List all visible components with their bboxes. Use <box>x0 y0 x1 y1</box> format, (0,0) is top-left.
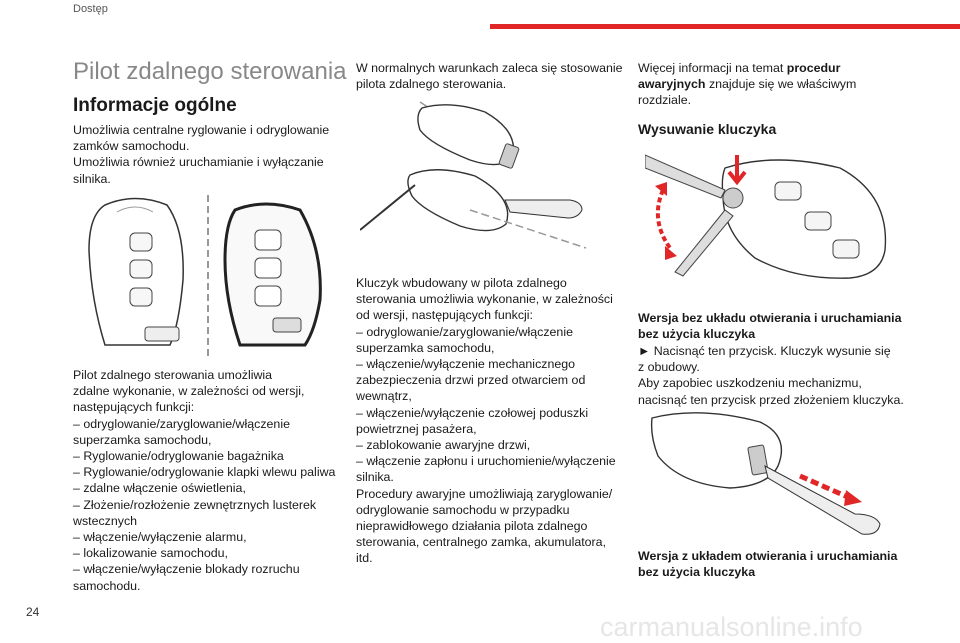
smart-key-blade-illustration <box>650 412 881 535</box>
page-title: Pilot zdalnego sterowania <box>73 58 347 85</box>
version1-title: Wersja bez układu otwierania i uruchamia… <box>638 311 902 342</box>
watermark: carmanualsonline.info <box>600 612 863 642</box>
version2-title: Wersja z układem otwierania i uruchamian… <box>638 549 898 580</box>
remote-keys-illustration <box>88 195 322 358</box>
key-fob-with-blade-illustration <box>360 101 587 249</box>
more-info-text: Więcej informacji na temat procedur awar… <box>638 61 857 108</box>
version1-instructions: ► Nacisnąć ten przycisk. Kluczyk wysunie… <box>638 344 904 407</box>
page-number: 24 <box>26 605 40 619</box>
section-heading: Informacje ogólne <box>73 95 237 116</box>
key-extraction-heading: Wysuwanie kluczyka <box>638 121 777 137</box>
recommendation-text: W normalnych warunkach zaleca się stosow… <box>356 61 623 92</box>
key-release-button-illustration <box>645 154 887 279</box>
header-accent-bar <box>490 24 960 29</box>
intro-paragraph: Umożliwia centralne ryglowanie i odryglo… <box>73 123 330 186</box>
section-header: Dostęp <box>73 3 108 15</box>
